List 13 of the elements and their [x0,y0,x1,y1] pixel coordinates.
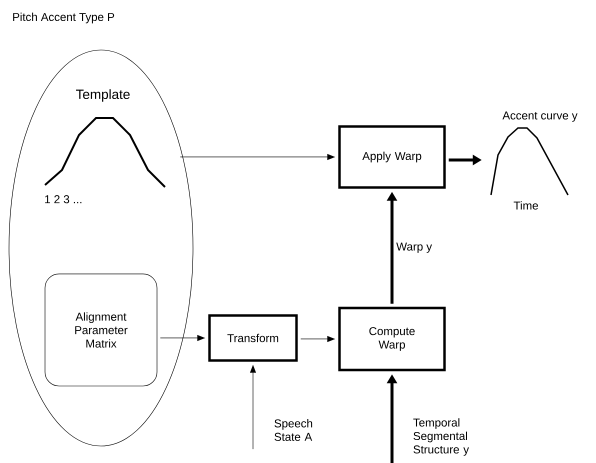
input-label: Speech State A [274,419,312,441]
axis-label: Time [514,201,538,210]
oval-outline [8,50,194,446]
point-numbers: 1 2 3 ... [45,195,82,204]
template-label: Template [76,89,130,102]
rounded-box: Alignment Parameter Matrix [44,274,158,386]
process-box: Transform [208,314,298,362]
process-box: Apply Warp [338,125,446,189]
curve-label: Accent curve y [502,112,578,122]
process-box: Compute Warp [338,306,446,372]
edge-label: Warp y [395,242,434,254]
title: Pitch Accent Type P [13,12,114,24]
input-label: Temporal Segmental Structure y [413,418,469,456]
